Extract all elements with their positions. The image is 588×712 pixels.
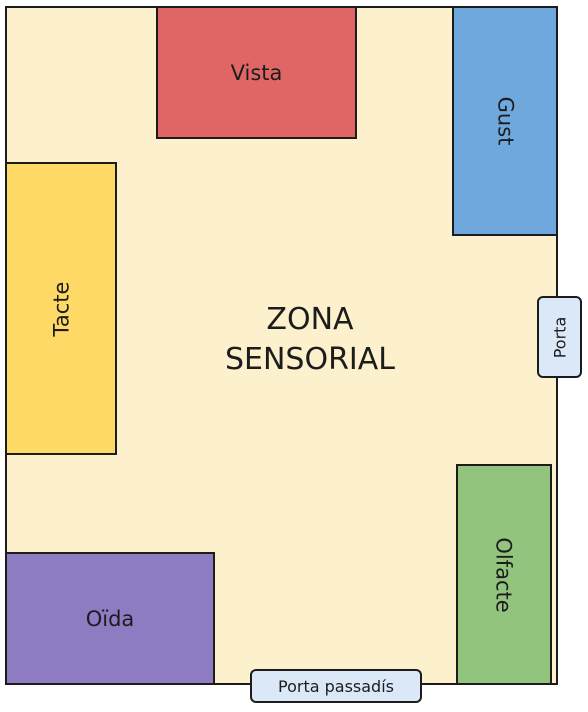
zone-oida-label: Oïda [85,606,135,631]
zone-tacte: Tacte [5,162,117,455]
door-corridor-label: Porta passadís [278,676,394,696]
door-corridor: Porta passadís [250,669,422,703]
zone-vista: Vista [156,6,357,139]
zone-gust-label: Gust [492,96,517,146]
door-side: Porta [537,296,582,378]
zone-vista-label: Vista [230,60,283,85]
zone-title-line1: ZONA [266,302,354,337]
zone-title-line2: SENSORIAL [224,342,396,377]
zone-title: ZONA SENSORIAL [190,300,430,380]
zone-tacte-label: Tacte [48,281,73,336]
zone-olfacte-label: Olfacte [491,536,516,613]
zone-oida: Oïda [5,552,215,685]
zone-gust: Gust [452,6,558,236]
zone-olfacte: Olfacte [456,464,552,685]
door-side-label: Porta [550,316,569,358]
